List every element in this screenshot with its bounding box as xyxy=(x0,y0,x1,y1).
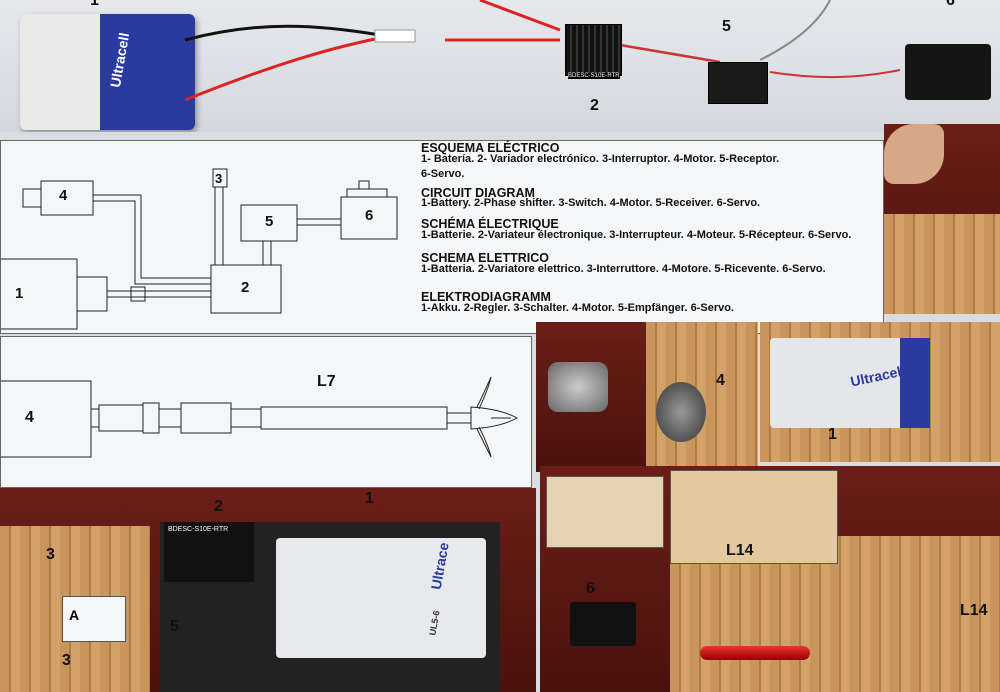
circuit-label-3: 3 xyxy=(215,171,223,186)
servo-shape xyxy=(570,602,636,646)
shaft-label-l7: L7 xyxy=(317,373,336,390)
photo-motor-label-4: 4 xyxy=(716,372,725,389)
circuit-diagram-panel: 1 2 3 4 5 6 ESQUEMA ELÉCTRICO 1- Batería… xyxy=(0,140,884,334)
circuit-label-4: 4 xyxy=(59,187,68,204)
top-callout-2: 2 xyxy=(590,97,599,114)
shaft-diagram-panel: 4 L7 xyxy=(0,336,532,488)
motor-shape xyxy=(548,362,608,412)
legend-en-text: 1-Battery. 2-Phase shifter. 3-Switch. 4-… xyxy=(421,197,761,209)
bay-battery: Ultrace UL5-6 xyxy=(276,538,486,658)
servo-label-l14-b: L14 xyxy=(960,602,988,619)
servo-label-6: 6 xyxy=(586,580,595,597)
bay-label-1: 1 xyxy=(365,490,374,507)
bay-label-3-bottom: 3 xyxy=(62,652,71,669)
hand-shape xyxy=(884,124,944,184)
shaft-motor-label: 4 xyxy=(25,409,34,426)
top-callout-1: 1 xyxy=(90,0,99,9)
servo-label-l14-a: L14 xyxy=(726,542,754,559)
legend-fr-title: SCHÉMA ÉLECTRIQUE xyxy=(421,217,559,231)
shaft-diagram xyxy=(1,376,519,458)
legend-it-text: 1-Batteria. 2-Variatore elettrico. 3-Int… xyxy=(421,263,826,275)
inset-a: A xyxy=(62,596,126,642)
top-photo-strip: Ultracell BDESC-S10E-RTR 1 2 5 6 xyxy=(0,0,1000,132)
top-wires xyxy=(184,0,901,102)
circuit-label-2: 2 xyxy=(241,279,250,296)
circuit-diagram xyxy=(1,168,398,330)
receiver-photo xyxy=(708,62,768,104)
photo-battery-hull: Ultracell 1 xyxy=(760,322,1000,462)
top-callout-6: 6 xyxy=(946,0,955,9)
legend-de-text: 1-Akku. 2-Regler. 3-Schalter. 4-Motor. 5… xyxy=(421,302,734,314)
legend-es-text-2: 6-Servo. xyxy=(421,168,465,180)
bay-label-2: 2 xyxy=(214,498,223,515)
circuit-label-6: 6 xyxy=(365,207,374,224)
bay-label-3-top: 3 xyxy=(46,546,55,563)
bay-label-5: 5 xyxy=(170,618,179,635)
circuit-label-1: 1 xyxy=(15,285,24,302)
legend-en-title: CIRCUIT DIAGRAM xyxy=(421,186,535,200)
photo-hull-hands xyxy=(884,124,1000,314)
shaft-red xyxy=(700,646,810,660)
bay-esc: BDESC-S10E-RTR xyxy=(164,522,254,582)
legend-de-title: ELEKTRODIAGRAMM xyxy=(421,290,551,304)
legend-es-title: ESQUEMA ELÉCTRICO xyxy=(421,141,560,155)
battery-photo: Ultracell xyxy=(20,14,195,130)
servo-photo xyxy=(905,44,991,100)
esc-photo: BDESC-S10E-RTR xyxy=(565,24,622,79)
photo-battery-label-1: 1 xyxy=(828,426,837,443)
photo-motor-mount: 4 xyxy=(536,322,758,472)
legend-es-text: 1- Batería. 2- Variador electrónico. 3-I… xyxy=(421,153,780,165)
photo-electronics-bay: Ultrace UL5-6 BDESC-S10E-RTR A 2 1 3 5 3 xyxy=(0,488,536,692)
battery-in-hull: Ultracell xyxy=(770,338,930,428)
legend-it-title: SCHEMA ELETTRICO xyxy=(421,251,550,265)
circuit-label-5: 5 xyxy=(265,213,274,230)
legend-fr-text: 1-Batterie. 2-Variateur électronique. 3-… xyxy=(421,229,852,241)
top-callout-5: 5 xyxy=(722,18,731,35)
photo-servo-rudder: L14 6 L14 xyxy=(540,466,1000,692)
